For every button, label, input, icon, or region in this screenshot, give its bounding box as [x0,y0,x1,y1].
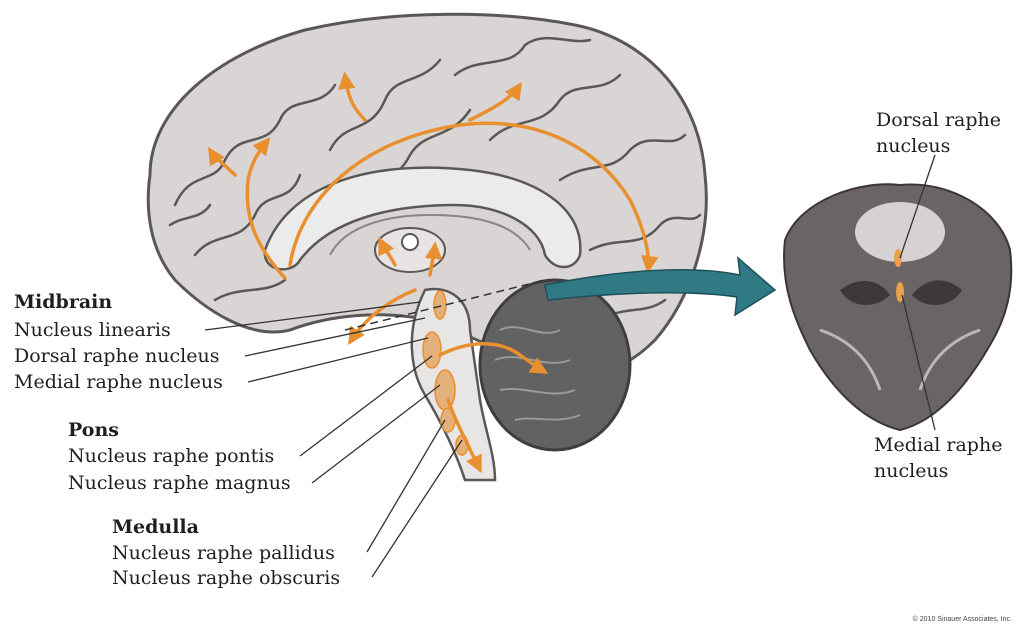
label-dorsal-raphe-right-line2: nucleus [876,134,950,158]
label-nucleus-linearis: Nucleus linearis [14,318,171,342]
pons-heading: Pons [68,418,119,442]
midbrain-section [784,184,1011,430]
midbrain-heading: Midbrain [14,290,112,314]
label-medial-raphe: Medial raphe nucleus [14,370,223,394]
medulla-heading: Medulla [112,515,199,539]
label-raphe-pallidus: Nucleus raphe pallidus [112,541,335,565]
label-medial-raphe-right-line1: Medial raphe [874,433,1002,457]
label-dorsal-raphe-right-line1: Dorsal raphe [876,108,1001,132]
cerebellum [480,280,630,450]
copyright-notice: © 2010 Sinauer Associates, Inc. [913,616,1012,623]
label-raphe-pontis: Nucleus raphe pontis [68,444,274,468]
label-raphe-magnus: Nucleus raphe magnus [68,471,291,495]
label-dorsal-raphe: Dorsal raphe nucleus [14,344,219,368]
label-medial-raphe-right-line2: nucleus [874,459,948,483]
label-raphe-obscuris: Nucleus raphe obscuris [112,566,340,590]
